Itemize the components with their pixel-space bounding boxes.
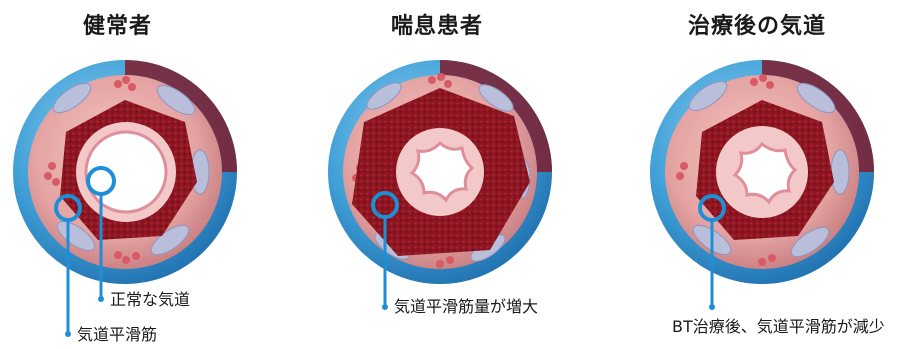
callout-dot (382, 304, 388, 310)
label-smooth-muscle-increased: 気道平滑筋量が増大 (394, 297, 538, 317)
label-normal-airway: 正常な気道 (110, 290, 190, 310)
panel-title-after-treatment: 治療後の気道 (688, 8, 826, 40)
label-smooth-muscle-reduced: BT治療後、気道平滑筋が減少 (672, 317, 885, 337)
callout-dot (709, 304, 715, 310)
airway-lumen (86, 132, 166, 212)
callout-dot (65, 331, 71, 337)
cross-section-asthma (328, 60, 552, 310)
cross-section-after-treatment (650, 60, 874, 310)
panel-title-asthma: 喘息患者 (391, 8, 483, 40)
panel-title-healthy: 健常者 (83, 8, 152, 40)
label-airway-smooth-muscle: 気道平滑筋 (77, 325, 157, 345)
callout-dot (98, 296, 104, 302)
